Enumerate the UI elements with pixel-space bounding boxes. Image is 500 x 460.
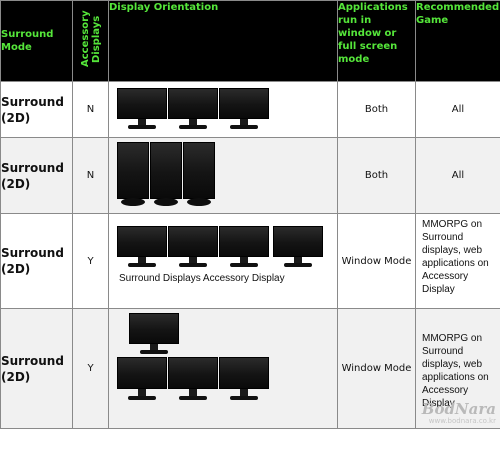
orientation-cell [109, 82, 338, 138]
orientation-cell [109, 138, 338, 214]
monitor-icon [117, 142, 149, 208]
monitor-icon [117, 88, 167, 130]
surround-mode-cell: Surround (2D) [1, 82, 73, 138]
monitor-icon [168, 88, 218, 130]
applications-cell: Both [338, 82, 416, 138]
monitor-icon [219, 357, 269, 401]
header-accessory-label: Accessory Displays [80, 1, 102, 80]
header-applications-mode: Applications run in window or full scree… [338, 1, 416, 82]
surround-mode-cell: Surround (2D) [1, 309, 73, 429]
watermark-url: www.bodnara.co.kr [422, 417, 496, 425]
monitor-icon [168, 226, 218, 268]
accessory-cell: Y [73, 309, 109, 429]
bodnara-watermark: BodNara www.bodnara.co.kr [422, 402, 496, 425]
accessory-monitor-icon [129, 313, 179, 355]
orientation-cell [109, 309, 338, 429]
accessory-cell: N [73, 138, 109, 214]
surround-mode-table: Surround Mode Accessory Displays Display… [0, 0, 500, 429]
display-caption: Surround Displays Accessory Display [119, 273, 285, 284]
accessory-cell: N [73, 82, 109, 138]
monitor-icon [219, 88, 269, 130]
accessory-cell: Y [73, 214, 109, 309]
watermark-brand: BodNara [422, 400, 496, 418]
monitor-icon [219, 226, 269, 268]
monitor-icon [150, 142, 182, 208]
header-surround-mode: Surround Mode [1, 1, 73, 82]
recommended-game-cell: MMORPG on Surround displays, web applica… [416, 214, 500, 309]
monitor-icon [117, 226, 167, 268]
table-row: Surround (2D) Y [1, 214, 500, 309]
applications-cell: Both [338, 138, 416, 214]
header-display-orientation: Display Orientation [109, 1, 338, 82]
applications-cell: Window Mode [338, 309, 416, 429]
header-accessory-displays: Accessory Displays [73, 1, 109, 82]
table-row: Surround (2D) N Both All [1, 138, 500, 214]
monitor-icon [117, 357, 167, 401]
header-row: Surround Mode Accessory Displays Display… [1, 1, 500, 82]
surround-mode-cell: Surround (2D) [1, 214, 73, 309]
accessory-monitor-icon [273, 226, 323, 268]
monitor-icon [183, 142, 215, 208]
table-row: Surround (2D) N Both [1, 82, 500, 138]
recommended-game-cell: All [416, 82, 500, 138]
recommended-game-cell: All [416, 138, 500, 214]
applications-cell: Window Mode [338, 214, 416, 309]
orientation-cell: Surround Displays Accessory Display [109, 214, 338, 309]
header-recommended-game: Recommended Game [416, 1, 500, 82]
surround-mode-cell: Surround (2D) [1, 138, 73, 214]
monitor-icon [168, 357, 218, 401]
